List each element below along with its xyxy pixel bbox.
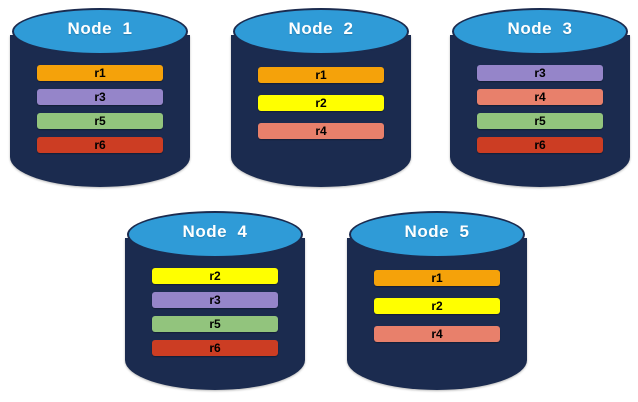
node-cylinder-4: Node 4 r2 r3 r5 r6 xyxy=(125,208,305,390)
replica-list: r3 r4 r5 r6 xyxy=(477,65,603,153)
replica-list: r2 r3 r5 r6 xyxy=(152,268,278,356)
replica-bar: r5 xyxy=(477,113,603,129)
replica-bar: r1 xyxy=(258,67,384,83)
node-cylinder-3: Node 3 r3 r4 r5 r6 xyxy=(450,5,630,187)
replica-bar: r2 xyxy=(258,95,384,111)
node-cylinder-2: Node 2 r1 r2 r4 xyxy=(231,5,411,187)
replica-bar: r6 xyxy=(37,137,163,153)
replica-bar: r1 xyxy=(374,270,500,286)
replica-list: r1 r2 r4 xyxy=(374,270,500,354)
replica-bar: r5 xyxy=(152,316,278,332)
cylinder-body xyxy=(125,238,305,390)
cylinder-top-ellipse xyxy=(127,211,303,258)
node-title: Node 5 xyxy=(404,222,470,241)
replica-bar: r4 xyxy=(258,123,384,139)
replica-bar: r3 xyxy=(477,65,603,81)
cylinder-body xyxy=(450,35,630,187)
node-cylinder-1: Node 1 r1 r3 r5 r6 xyxy=(10,5,190,187)
node-title: Node 1 xyxy=(67,19,133,38)
cylinder-top-ellipse xyxy=(349,211,525,258)
node-title: Node 3 xyxy=(507,19,573,38)
cylinder-top-ellipse xyxy=(233,8,409,55)
replica-bar: r3 xyxy=(37,89,163,105)
replica-bar: r5 xyxy=(37,113,163,129)
replica-bar: r1 xyxy=(37,65,163,81)
cylinder-top-ellipse xyxy=(452,8,628,55)
cylinder-body xyxy=(347,238,527,390)
replica-bar: r6 xyxy=(477,137,603,153)
node-cylinder-5: Node 5 r1 r2 r4 xyxy=(347,208,527,390)
replica-bar: r3 xyxy=(152,292,278,308)
node-title: Node 4 xyxy=(182,222,248,241)
replica-bar: r4 xyxy=(374,326,500,342)
node-title: Node 2 xyxy=(288,19,354,38)
replica-list: r1 r2 r4 xyxy=(258,67,384,151)
replica-list: r1 r3 r5 r6 xyxy=(37,65,163,153)
replica-bar: r2 xyxy=(152,268,278,284)
replica-bar: r2 xyxy=(374,298,500,314)
cylinder-top-ellipse xyxy=(12,8,188,55)
replica-bar: r6 xyxy=(152,340,278,356)
cylinder-body xyxy=(231,35,411,187)
replica-bar: r4 xyxy=(477,89,603,105)
cylinder-body xyxy=(10,35,190,187)
